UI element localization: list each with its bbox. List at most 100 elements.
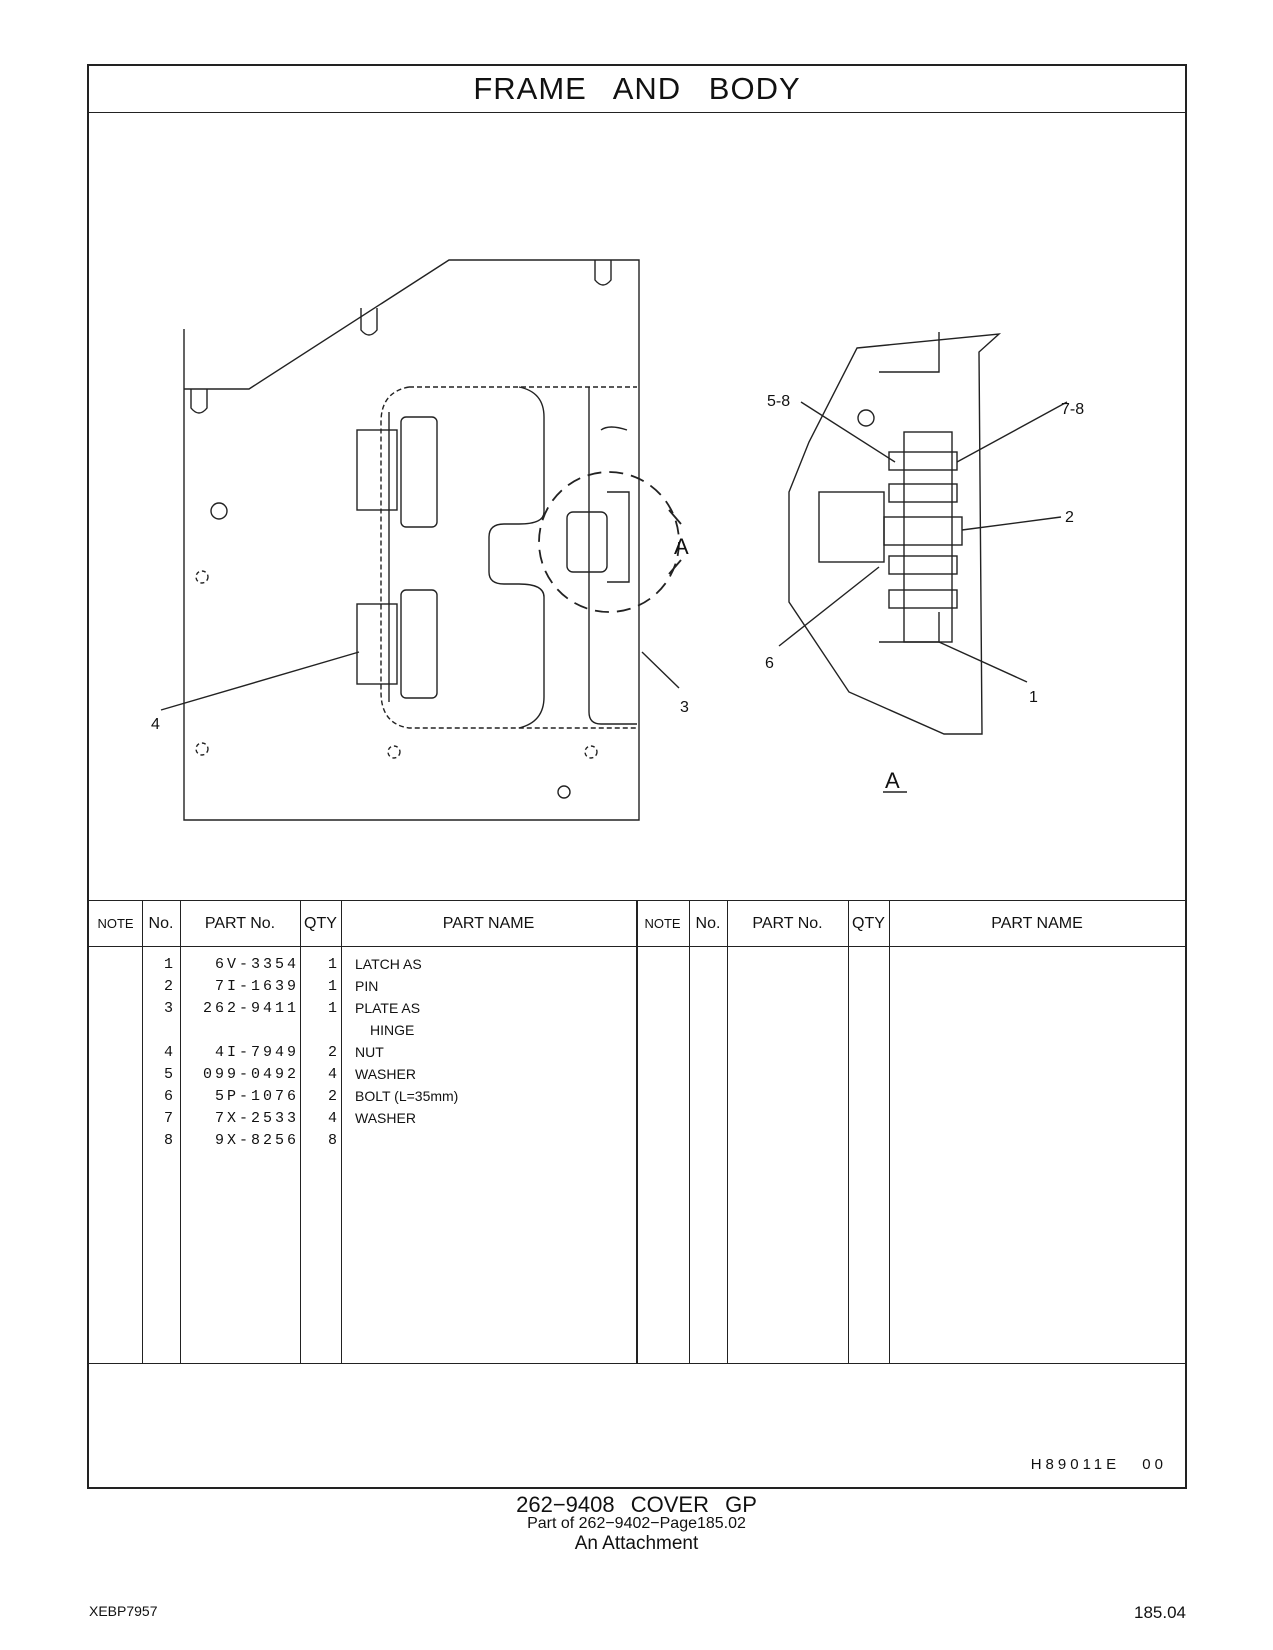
row-part-name: WASHER xyxy=(355,1110,416,1126)
callout-5-8: 5-8 xyxy=(767,393,790,410)
cover-plate-outline xyxy=(183,259,640,821)
mounting-slot xyxy=(594,260,612,286)
table-row: 4 4I-7949 2 NUT xyxy=(89,1041,1185,1064)
row-part-no: 4I-7949 xyxy=(214,1044,299,1061)
top-tab xyxy=(879,332,940,373)
row-part-name: PIN xyxy=(355,978,379,994)
view-label: A xyxy=(885,768,900,793)
column-divider xyxy=(889,901,890,1363)
bolt-hole-dashed xyxy=(195,570,209,584)
row-qty: 2 xyxy=(327,1088,337,1105)
hole xyxy=(210,502,228,520)
exploded-parts-drawing: 4 3 A 5-8 7-8 2 6 1 A xyxy=(89,112,1185,900)
header-note: NOTE xyxy=(89,901,142,947)
document-id: XEBP7957 xyxy=(89,1603,158,1619)
row-no: 6 xyxy=(163,1088,173,1105)
assembly-type: An Attachment xyxy=(574,1533,699,1554)
header-part-no-2: PART No. xyxy=(727,901,848,947)
column-divider xyxy=(300,901,301,1363)
row-part-name: WASHER xyxy=(355,1066,416,1082)
section-title: FRAME AND BODY xyxy=(89,66,1185,113)
mounting-slot xyxy=(190,389,208,414)
drawing-code: H89011E 00 xyxy=(1030,1456,1167,1473)
page-number: 185.04 xyxy=(1134,1603,1186,1622)
row-part-name: NUT xyxy=(355,1044,384,1060)
header-part-name: PART NAME xyxy=(341,901,636,947)
row-part-name: HINGE xyxy=(370,1022,415,1038)
column-divider xyxy=(727,901,728,1363)
header-no: No. xyxy=(142,901,180,947)
row-no: 1 xyxy=(163,956,173,973)
column-divider xyxy=(142,901,143,1363)
header-qty-2: QTY xyxy=(848,901,889,947)
callout-7-8: 7-8 xyxy=(1061,401,1084,418)
row-part-no: 7X-2533 xyxy=(214,1110,299,1127)
row-no: 4 xyxy=(163,1044,173,1061)
table-row: 3 262-9411 1 PLATE AS xyxy=(89,997,1185,1020)
bolt-hole-dashed xyxy=(195,742,209,756)
row-part-name: BOLT (L=35mm) xyxy=(355,1088,459,1104)
callout-1: 1 xyxy=(1029,689,1038,706)
row-part-name: PLATE AS xyxy=(355,1000,421,1016)
leader-line-7-8 xyxy=(956,401,1068,463)
table-row: 1 6V-3354 1 LATCH AS xyxy=(89,953,1185,976)
leader-line-3 xyxy=(641,651,680,689)
hinge-leaf xyxy=(356,603,398,685)
parts-page-frame: FRAME AND BODY xyxy=(87,64,1187,1489)
header-qty: QTY xyxy=(300,901,341,947)
table-row: HINGE xyxy=(89,1019,1185,1042)
row-qty: 1 xyxy=(327,956,337,973)
row-qty: 1 xyxy=(327,1000,337,1017)
bolt-row xyxy=(888,451,958,471)
hole xyxy=(557,785,571,799)
row-no: 3 xyxy=(163,1000,173,1017)
header-no-2: No. xyxy=(689,901,727,947)
leader-line-4 xyxy=(160,651,360,711)
latch-block xyxy=(818,491,885,563)
parts-list-table: NOTE No. PART No. QTY PART NAME NOTE No.… xyxy=(89,900,1185,1364)
table-row: 7 7X-2533 4 WASHER xyxy=(89,1107,1185,1130)
hinge-leaf xyxy=(356,429,398,511)
table-row: 2 7I-1639 1 PIN xyxy=(89,975,1185,998)
column-divider xyxy=(180,901,181,1363)
view-a-outline xyxy=(788,333,1002,735)
plate-edge xyxy=(588,387,637,725)
view-arrow xyxy=(668,559,682,575)
row-part-no: 262-9411 xyxy=(202,1000,299,1017)
plate-outline-dashed xyxy=(380,386,637,729)
row-part-no: 7I-1639 xyxy=(214,978,299,995)
pin xyxy=(883,516,963,546)
column-divider xyxy=(689,901,690,1363)
latch-plate xyxy=(903,431,953,643)
row-no: 7 xyxy=(163,1110,173,1127)
row-part-no: 9X-8256 xyxy=(214,1132,299,1149)
detail-circle xyxy=(538,471,680,613)
plate-contour xyxy=(488,386,545,729)
assembly-title: 262−9408 COVER GP xyxy=(516,1492,757,1517)
hinge-upper xyxy=(400,416,438,528)
bolt-hole-dashed xyxy=(387,745,401,759)
table-row: 8 9X-8256 8 xyxy=(89,1129,1185,1152)
header-part-no: PART No. xyxy=(180,901,300,947)
latch-body xyxy=(566,511,608,573)
bolt-row xyxy=(888,555,958,575)
callout-6: 6 xyxy=(765,655,774,672)
row-no: 8 xyxy=(163,1132,173,1149)
row-qty: 2 xyxy=(327,1044,337,1061)
bolt-hole-dashed xyxy=(584,745,598,759)
column-divider xyxy=(341,901,342,1363)
callout-view-arrow: A xyxy=(674,534,689,559)
row-qty: 4 xyxy=(327,1066,337,1083)
view-a-hole xyxy=(857,409,875,427)
row-no: 2 xyxy=(163,978,173,995)
column-divider xyxy=(848,901,849,1363)
bolt-row xyxy=(888,483,958,503)
assembly-parent-ref: Part of 262−9402−Page185.02 xyxy=(527,1515,746,1532)
leader-line-1 xyxy=(938,641,1028,683)
row-qty: 4 xyxy=(327,1110,337,1127)
handle xyxy=(600,426,628,431)
row-part-no: 099-0492 xyxy=(202,1066,299,1083)
column-divider xyxy=(636,901,638,1363)
bolt-row xyxy=(888,589,958,609)
callout-3: 3 xyxy=(680,699,689,716)
